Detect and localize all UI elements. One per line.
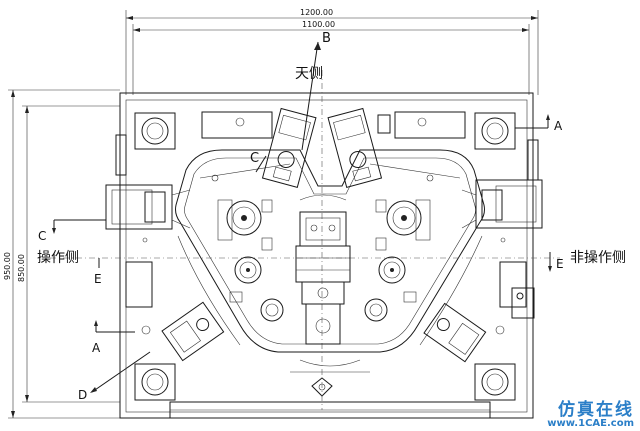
center-core: [295, 194, 351, 345]
corner-pillar-bottom-right: [474, 363, 516, 401]
label-section-d: D: [78, 388, 87, 402]
section-mark-c-left: C: [38, 219, 106, 243]
label-operator-side: 操作侧: [37, 250, 79, 266]
label-section-b: B: [322, 31, 331, 46]
section-mark-e-left: E: [94, 258, 102, 286]
dimension-label-inner-height: 850.00: [17, 254, 26, 282]
label-section-e-left: E: [94, 272, 102, 286]
section-mark-a-top: A: [515, 114, 563, 133]
section-mark-b: B: [301, 31, 331, 151]
dimension-label-overall-width: 1200.00: [300, 8, 333, 17]
corner-pillar-top-left: [134, 112, 176, 150]
dimension-overall-height: 950.00: [3, 89, 120, 419]
dimension-inner-height: 850.00: [17, 105, 120, 403]
rotary-unit-low-right: [364, 298, 388, 322]
mold-plate: [115, 92, 539, 419]
label-top-side: 天侧: [295, 66, 323, 82]
slider-bottom-left: [161, 301, 225, 362]
section-mark-e-right: E: [548, 252, 564, 272]
watermark-url: www.1CAE.com: [547, 418, 634, 429]
rotary-unit-upper-left: [217, 199, 262, 241]
rotary-unit-upper-right: [386, 199, 431, 241]
rotary-unit-mid-right: [378, 256, 406, 284]
label-section-c-mid: C: [250, 151, 259, 166]
dimension-inner-width: 1100.00: [132, 20, 530, 95]
label-section-a-bottom: A: [92, 341, 101, 355]
rotary-unit-low-left: [260, 298, 284, 322]
top-right-plate: [394, 111, 466, 139]
label-non-operator-side: 非操作侧: [570, 250, 626, 266]
section-mark-d: D: [78, 351, 151, 402]
corner-pillar-top-right: [474, 112, 516, 150]
label-section-e-right: E: [556, 257, 564, 271]
slider-top-right: [327, 107, 383, 188]
dimension-overall-width: 1200.00: [125, 8, 539, 95]
dimension-label-overall-height: 950.00: [3, 252, 12, 280]
top-left-plate: [201, 111, 273, 139]
dimension-label-inner-width: 1100.00: [302, 20, 335, 29]
label-section-c-left: C: [38, 229, 46, 243]
slider-top-left: [261, 107, 317, 188]
cavity-outline: [175, 149, 485, 397]
corner-pillar-bottom-left: [134, 363, 176, 401]
slider-bottom-right: [423, 302, 487, 363]
section-mark-a-bottom: A: [92, 320, 135, 355]
section-mark-c-mid: C: [250, 151, 267, 173]
slider-right: [461, 179, 543, 229]
slider-left: [105, 184, 191, 230]
rotary-unit-mid-left: [234, 256, 262, 284]
label-section-a-top: A: [554, 119, 563, 133]
watermark-title: 仿真在线: [558, 400, 634, 420]
watermark: 仿真在线 www.1CAE.com: [534, 402, 634, 429]
top-slot-block: [377, 114, 391, 134]
detail-bolts: [141, 174, 506, 335]
